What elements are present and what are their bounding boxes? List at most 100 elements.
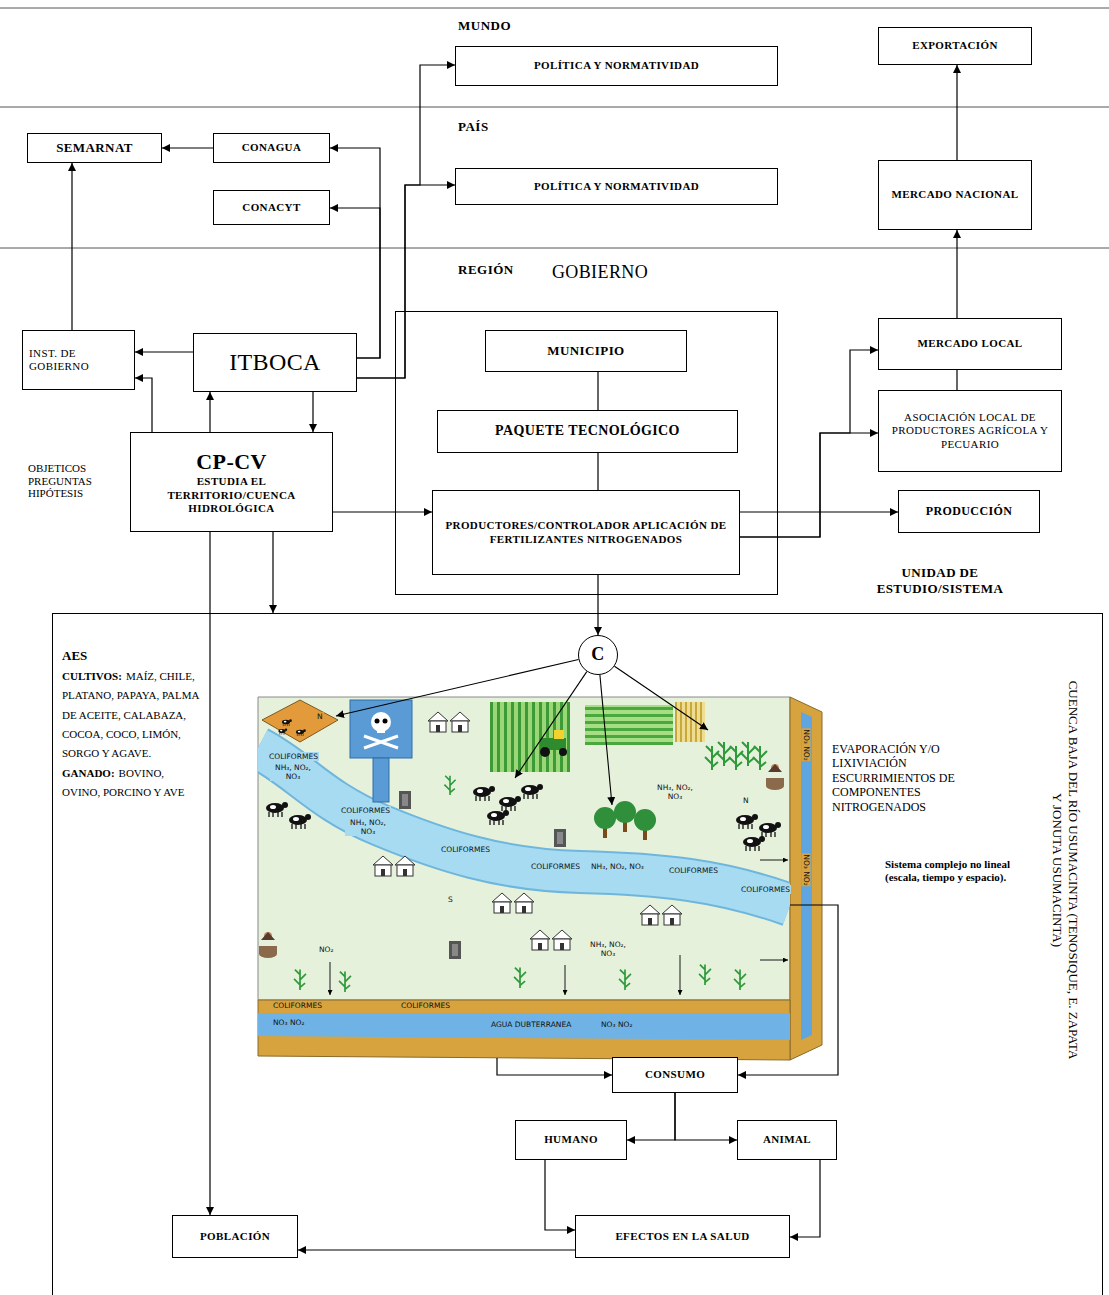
process-box: SEMARNAT (27, 133, 162, 163)
process-box: MERCADO LOCAL (878, 318, 1062, 370)
diagram-tag: COLIFORMES (740, 885, 791, 894)
connector (209, 392, 210, 432)
node-text: ITBOCA (200, 348, 350, 377)
diagram-tag: COLIFORMES (530, 862, 581, 871)
crop-field (490, 702, 705, 772)
system-note: Sistema complejo no lineal (escala, tiem… (885, 858, 1015, 884)
node-text: PRODUCCIÓN (905, 504, 1033, 518)
node-text: EFECTOS EN LA SALUD (582, 1230, 783, 1243)
watershed-block (790, 697, 822, 1060)
tractor (554, 730, 564, 739)
diagram-tag: NO₃ NO₂ (802, 728, 811, 761)
diagram-tag: NH₃, NO₂, NO₃ (270, 763, 316, 781)
diagram-tag: COLIFORMES (268, 752, 319, 761)
corn-plants (729, 746, 743, 770)
tractor (559, 748, 567, 756)
toxic-tank (350, 700, 412, 758)
node-content: EFECTOS EN LA SALUD (576, 1227, 789, 1246)
node-content: MUNICIPIO (486, 340, 686, 362)
diagram-tag: N (316, 712, 324, 721)
node-content: ITBOCA (194, 345, 356, 380)
band-divider (0, 8, 1109, 9)
band-label: MUNDO (458, 18, 511, 34)
node-content: CONAGUA (214, 138, 329, 157)
corn-plants (717, 742, 731, 766)
cattle (473, 786, 495, 801)
cattle (521, 784, 543, 799)
diagram-tag: COLIFORMES (440, 845, 491, 854)
corn-plants (294, 970, 306, 990)
node-text: ASOCIACIÓN LOCAL DE PRODUCTORES AGRÍCOLA… (885, 411, 1055, 451)
corn-plants (294, 742, 767, 992)
sacks (449, 941, 461, 959)
watershed-block (258, 697, 822, 1060)
wells (766, 764, 784, 790)
node-text: MERCADO NACIONAL (885, 188, 1025, 201)
corn-plants (753, 746, 767, 770)
node-text: EXPORTACIÓN (885, 39, 1025, 52)
frame-heading: GOBIERNO (530, 262, 670, 284)
node-content: MERCADO LOCAL (879, 334, 1061, 353)
houses (640, 905, 682, 925)
component-arrow (615, 666, 709, 730)
diagram-tag: N (742, 796, 750, 805)
houses (492, 893, 534, 913)
component-arrow (336, 660, 579, 717)
diagram-tag: NH₃, NO₂, NO₃ (652, 783, 698, 801)
node-text: POLÍTICA Y NORMATIVIDAD (462, 59, 771, 72)
node-content: HUMANO (516, 1130, 626, 1149)
flow-line (497, 905, 838, 1075)
cattle (266, 802, 288, 817)
watershed-block (258, 1013, 790, 1040)
node-text: SEMARNAT (34, 140, 155, 156)
node-text: POBLACIÓN (179, 1230, 291, 1243)
connector (135, 351, 193, 352)
diagram-tag: COLIFORMES (668, 866, 719, 875)
corn-plants (741, 742, 755, 766)
node-text: CP-CV (137, 449, 326, 475)
process-box: PRODUCTORES/CONTROLADOR APLICACIÓN DE FE… (432, 490, 740, 575)
frame-heading: UNIDAD DE ESTUDIO/SISTEMA (855, 565, 1025, 596)
node-text: CONACYT (220, 201, 323, 214)
process-box: PAQUETE TECNOLÓGICO (437, 410, 738, 453)
diagram-tag: NO₂ (318, 945, 335, 954)
connector (209, 532, 210, 1215)
diagram-tag: NO₃ NO₂ (272, 1018, 305, 1027)
toxic-tank (373, 758, 389, 802)
pasture-patch (296, 729, 306, 736)
cattle (289, 814, 311, 829)
list-heading: CULTIVOS: (62, 670, 122, 682)
houses (373, 712, 682, 950)
watershed-block (258, 697, 790, 1000)
diagram-tag: NO₃ NO₂ (802, 853, 811, 886)
connector (597, 372, 598, 410)
node-text: PAQUETE TECNOLÓGICO (444, 423, 731, 440)
watershed-block (258, 1000, 790, 1060)
diagram-tag: AGUA DUBTERRANEA (490, 1020, 572, 1029)
houses (373, 856, 415, 876)
component-arrow (515, 672, 587, 778)
band-label: PAÍS (458, 119, 489, 135)
sacks (399, 791, 411, 809)
houses (428, 712, 470, 732)
pasture-patch (282, 719, 292, 726)
corn-plants (734, 970, 746, 990)
basin-name: CUENCA BAJA DEL RÍO USUMACINTA (TENOSIQU… (1049, 680, 1082, 1060)
leaching-arrow (680, 955, 681, 995)
node-text: CONAGUA (220, 141, 323, 154)
node-content: INST. DE GOBIERNO (23, 344, 134, 376)
cattle (736, 814, 758, 829)
node-text: HUMANO (522, 1133, 620, 1146)
toxic-tank (364, 736, 398, 748)
process-box: INST. DE GOBIERNO (22, 330, 135, 390)
toxic-tank (350, 700, 412, 802)
node-content: POLÍTICA Y NORMATIVIDAD (456, 177, 777, 196)
connector (545, 1160, 575, 1230)
process-box: ANIMAL (737, 1120, 837, 1160)
connector (956, 230, 957, 318)
connector (956, 370, 957, 390)
process-box: ITBOCA (193, 333, 357, 392)
corn-plants (619, 970, 631, 990)
leaching-arrow (565, 965, 566, 995)
toxic-tank (371, 712, 391, 732)
